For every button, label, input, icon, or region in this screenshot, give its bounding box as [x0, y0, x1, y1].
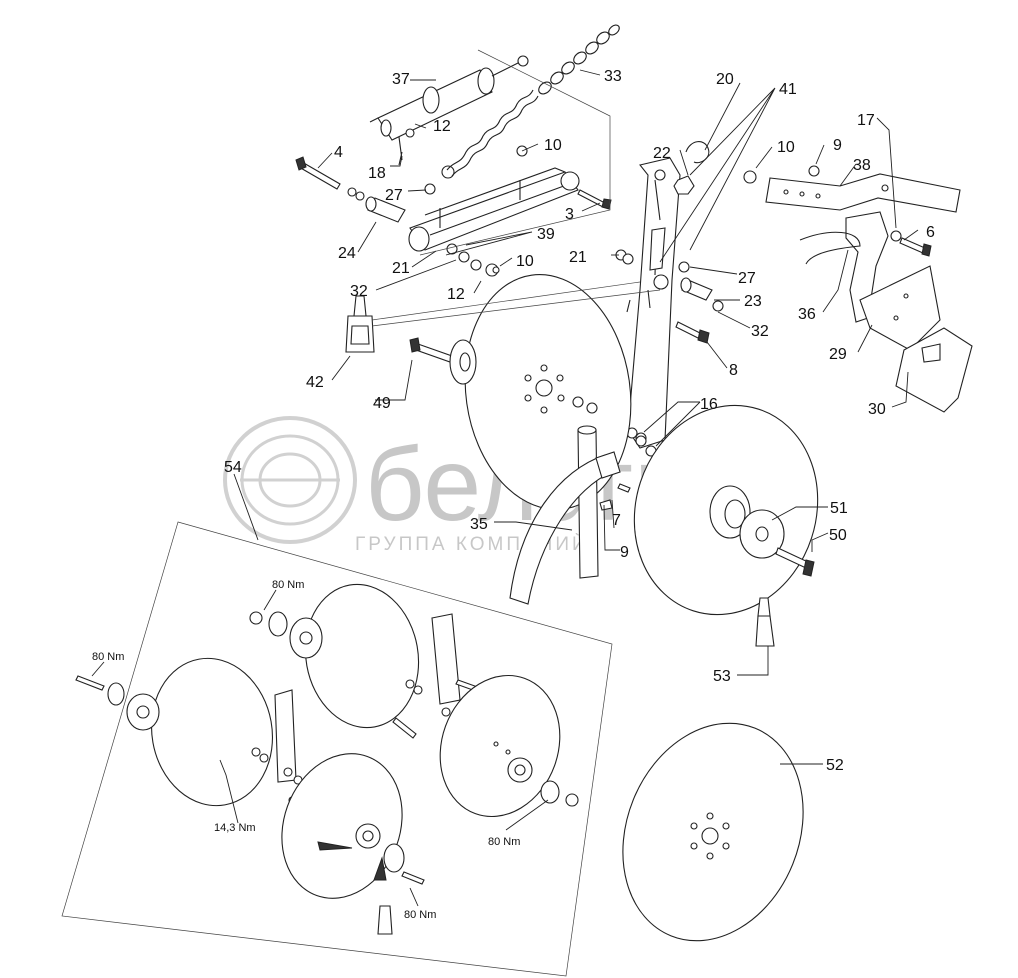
- callout-12: 12: [433, 118, 451, 135]
- callout-54: 54: [224, 459, 242, 476]
- callout-6: 6: [926, 224, 935, 241]
- parallel-link-arm: [408, 167, 580, 252]
- callout-9: 9: [833, 137, 842, 154]
- torque-label: 80 Nm: [272, 579, 304, 591]
- callout-21: 21: [569, 249, 587, 266]
- watermark-subtitle: ГРУППА КОМПАНИЙ: [355, 533, 589, 555]
- pin-24: [365, 196, 406, 223]
- callout-29: 29: [829, 346, 847, 363]
- small-hardware-left: [424, 145, 612, 277]
- callout-39: 39: [537, 226, 555, 243]
- damper-cylinder: [369, 55, 529, 166]
- callout-50: 50: [829, 527, 847, 544]
- callout-38: 38: [853, 157, 871, 174]
- right-hardware: [615, 165, 820, 457]
- torque-label: 14,3 Nm: [214, 822, 256, 834]
- scraper-blade-30: [895, 327, 973, 413]
- inset-disc-a: [75, 657, 303, 807]
- disc-52: [622, 722, 804, 942]
- callout-3: 3: [565, 206, 574, 223]
- callout-17: 17: [857, 112, 875, 129]
- callout-7: 7: [612, 512, 621, 529]
- callout-8: 8: [729, 362, 738, 379]
- torque-label: 80 Nm: [92, 651, 124, 663]
- bolt-4: [295, 156, 365, 201]
- callout-41: 41: [779, 81, 797, 98]
- callout-42: 42: [306, 374, 324, 391]
- nut-22: [673, 175, 695, 195]
- callout-36: 36: [798, 306, 816, 323]
- callout-35: 35: [470, 516, 488, 533]
- callout-49: 49: [373, 395, 391, 412]
- callout-27: 27: [738, 270, 756, 287]
- ring-20: [685, 141, 710, 164]
- locking-compound-42: [345, 295, 375, 353]
- callout-9: 9: [620, 544, 629, 561]
- assembly-lines: [371, 49, 661, 327]
- callout-51: 51: [830, 500, 848, 517]
- callout-21: 21: [392, 260, 410, 277]
- scraper-holder-36: [799, 211, 932, 323]
- callout-53: 53: [713, 668, 731, 685]
- callout-20: 20: [716, 71, 734, 88]
- inset-panel: [61, 521, 613, 977]
- scraper-bracket-38: [765, 173, 961, 213]
- callout-10: 10: [777, 139, 795, 156]
- torque-label: 80 Nm: [488, 836, 520, 848]
- shank-bracket: [626, 157, 681, 449]
- grease-nipple-53: [755, 597, 775, 647]
- torque-label: 80 Nm: [404, 909, 436, 921]
- main-disc-right: [633, 404, 819, 616]
- callout-32: 32: [751, 323, 769, 340]
- callout-52: 52: [826, 757, 844, 774]
- callout-24: 24: [338, 245, 356, 262]
- callout-18: 18: [368, 165, 386, 182]
- callout-4: 4: [334, 144, 343, 161]
- inset-disc-d: [281, 753, 425, 935]
- callout-37: 37: [392, 71, 410, 88]
- callout-10: 10: [516, 253, 534, 270]
- washer-bolt-49: [409, 337, 477, 385]
- callout-labels: 37 33 20 41 12 4 10 22 10 9 38 17 18 27 …: [224, 68, 935, 774]
- inset-disc-c: [439, 674, 579, 818]
- spring-chain: [538, 24, 620, 95]
- callout-12: 12: [447, 286, 465, 303]
- watermark-logo: [223, 416, 357, 544]
- callout-16: 16: [700, 396, 718, 413]
- inset-disc-b: [249, 583, 487, 739]
- scraper-plate-29: [859, 265, 941, 351]
- callout-30: 30: [868, 401, 886, 418]
- callout-33: 33: [604, 68, 622, 85]
- callout-23: 23: [744, 293, 762, 310]
- depth-shoe-35: [509, 425, 631, 605]
- tension-spring: [441, 89, 539, 179]
- callout-10: 10: [544, 137, 562, 154]
- callout-27: 27: [385, 187, 403, 204]
- leader-lines: [91, 69, 919, 907]
- torque-labels: 80 Nm 80 Nm 14,3 Nm 80 Nm 80 Nm: [92, 579, 520, 921]
- callout-22: 22: [653, 145, 671, 162]
- callout-32: 32: [350, 283, 368, 300]
